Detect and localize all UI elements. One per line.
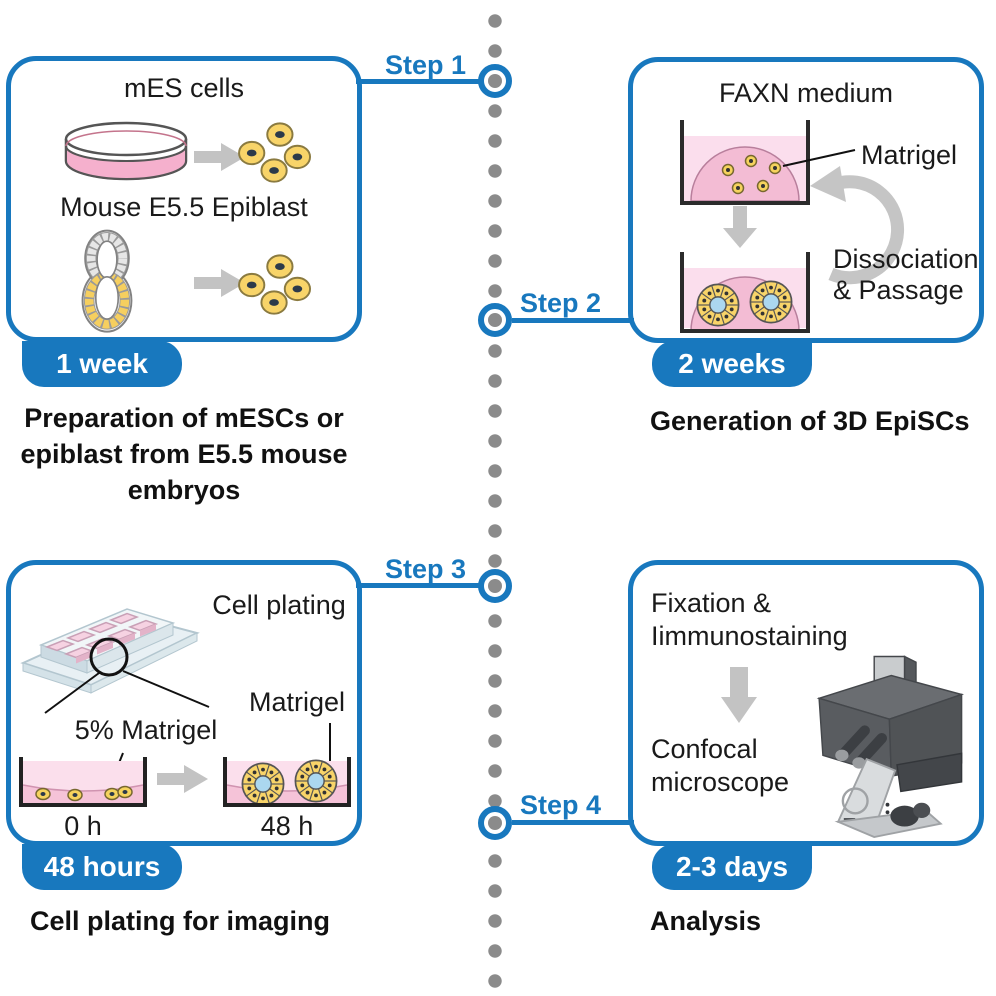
caption-step1: Preparation of mESCs or epiblast from E5… [20,403,348,505]
epiblast-title: Mouse E5.5 Epiblast [60,192,308,222]
mes-cell-cluster-icon [238,122,312,183]
panel-analysis: Fixation & Iimmunostaining Confocal micr… [628,560,984,846]
matrigel-label: Matrigel [249,687,346,717]
episc-sphere-well-icon [680,252,810,333]
step3-label: Step 3 [384,554,466,584]
timeline-dotted-line [488,6,502,990]
time-48h-label: 48 h [260,811,314,841]
panel-cell-plating: Cell plating 5% Matrigel Matrigel 0 h 48… [6,560,362,846]
well-0h-icon [19,757,147,807]
step4-label: Step 4 [520,790,602,820]
caption-step3: Cell plating for imaging [30,906,331,936]
dissociation-passage-label: Dissociation & Passage [833,244,979,305]
matrigel-pointer-line [782,149,856,167]
fixation-immunostaining-label: Fixation & Iimmunostaining [651,588,848,651]
well-48h-icon [223,757,351,807]
mouse-embryo-icon [81,229,133,333]
step1-label: Step 1 [384,50,466,80]
down-arrow-icon [721,667,757,723]
mes-cells-title: mES cells [123,73,245,103]
step1-timeline-node [478,64,512,98]
time-0h-label: 0 h [64,811,102,841]
panel-episc-generation: FAXN medium Matrigel Dissociation & Pass… [628,57,984,343]
faxn-medium-title: FAXN medium [718,78,894,108]
duration-badge-step2: 2 weeks [652,341,812,387]
step4-timeline-node [478,806,512,840]
step1-connector-line [356,79,480,84]
matrigel-well-icon [680,120,810,205]
caption-step4: Analysis [650,906,762,936]
right-arrow-icon [194,143,245,171]
caption-step2: Generation of 3D EpiSCs [650,406,970,436]
duration-badge-step3: 48 hours [22,844,182,890]
duration-badge-step4: 2-3 days [652,844,812,890]
right-arrow-icon [194,269,245,297]
passage-cycle-arrow-icon [810,166,905,285]
step2-connector-line [512,318,634,323]
panel-preparation: mES cells Mouse E5.5 Epiblast [6,56,362,342]
cell-plating-title: Cell plating [212,590,346,620]
step3-connector-line [356,583,480,588]
epiblast-cell-cluster-icon [238,254,312,315]
petri-dish-icon [64,121,188,181]
right-arrow-icon [157,765,208,793]
step4-connector-line [512,820,634,825]
step2-label: Step 2 [520,288,602,318]
step2-timeline-node [478,303,512,337]
duration-badge-step1: 1 week [22,341,182,387]
matrigel-5pct-label: 5% Matrigel [74,715,218,745]
chamber-slide-icon [20,608,210,714]
confocal-microscope-icon [816,655,965,838]
matrigel-label: Matrigel [861,140,958,170]
confocal-microscope-label: Confocal microscope [651,734,790,797]
magnifier-circle-icon [89,637,129,677]
step3-timeline-node [478,569,512,603]
down-arrow-icon [723,206,757,248]
